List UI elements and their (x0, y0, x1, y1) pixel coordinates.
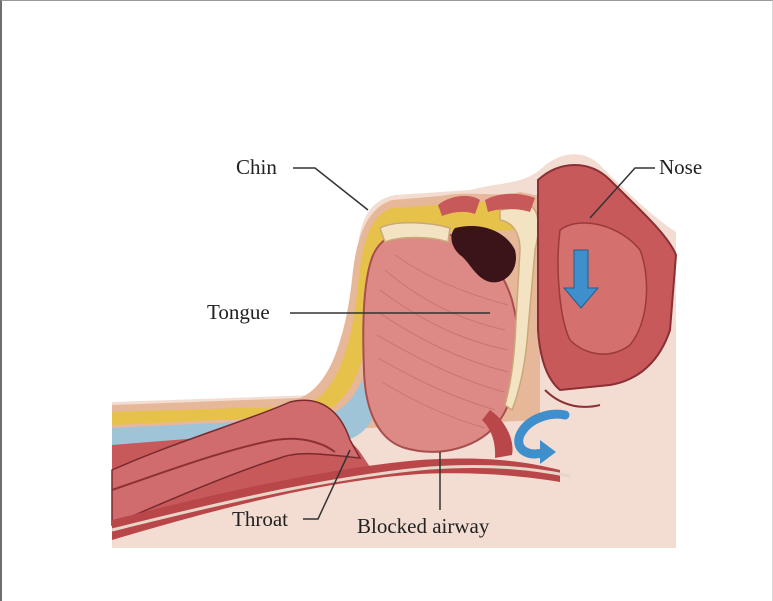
label-chin: Chin (236, 157, 277, 178)
label-tongue: Tongue (207, 302, 270, 323)
label-throat: Throat (232, 509, 288, 530)
label-blocked-airway: Blocked airway (357, 516, 489, 537)
chin-leader (293, 168, 368, 210)
label-nose: Nose (659, 157, 702, 178)
